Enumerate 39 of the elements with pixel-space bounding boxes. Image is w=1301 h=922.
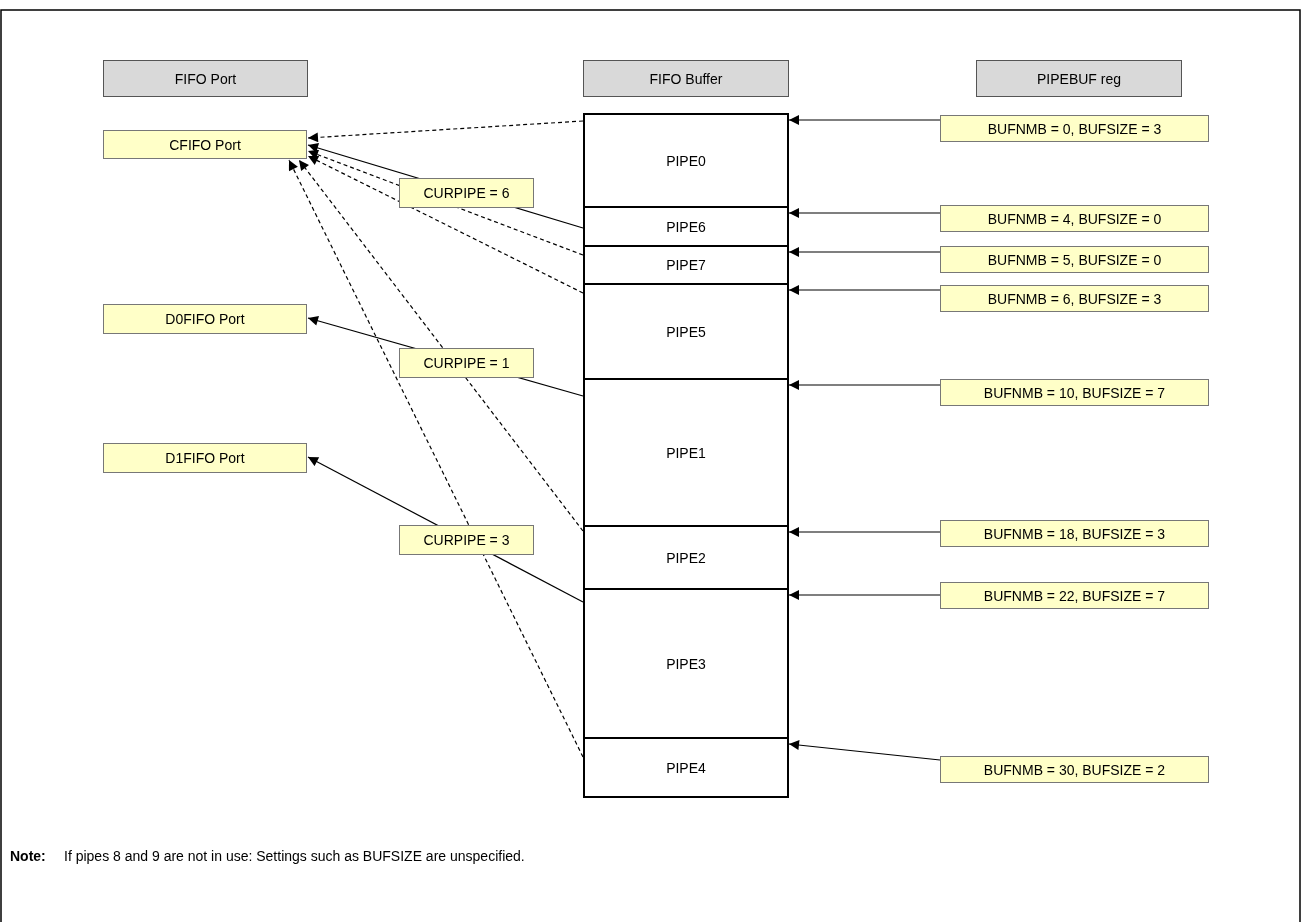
edge-label: CURPIPE = 6 (399, 177, 534, 208)
note-text: If pipes 8 and 9 are not in use: Settings such as BUFSIZE are unspecified. (64, 848, 525, 864)
register-box: BUFNMB = 18, BUFSIZE = 3 (940, 520, 1209, 547)
register-box: BUFNMB = 30, BUFSIZE = 2 (940, 756, 1209, 783)
register-box: BUFNMB = 22, BUFSIZE = 7 (940, 582, 1209, 609)
pipe-buffer-block: PIPE4 (583, 737, 789, 798)
pipe-buffer-block: PIPE3 (583, 588, 789, 739)
arrow (788, 115, 941, 125)
edge-label: CURPIPE = 3 (399, 525, 534, 556)
arrow (788, 285, 941, 295)
dashed-arrow (307, 155, 584, 294)
arrow (788, 527, 941, 537)
register-box: BUFNMB = 10, BUFSIZE = 7 (940, 379, 1209, 406)
register-box: BUFNMB = 4, BUFSIZE = 0 (940, 205, 1209, 232)
arrow (788, 208, 941, 218)
arrow (788, 740, 941, 761)
register-box: BUFNMB = 6, BUFSIZE = 3 (940, 285, 1209, 312)
register-box: BUFNMB = 5, BUFSIZE = 0 (940, 246, 1209, 273)
arrow (788, 247, 941, 257)
column-header: FIFO Port (103, 60, 308, 97)
arrow (788, 380, 941, 390)
dashed-arrow (307, 120, 584, 143)
register-box: BUFNMB = 0, BUFSIZE = 3 (940, 115, 1209, 142)
edge-label: CURPIPE = 1 (399, 347, 534, 378)
register-box: D1FIFO Port (103, 443, 307, 473)
pipe-buffer-block: PIPE1 (583, 378, 789, 527)
register-box: CFIFO Port (103, 130, 307, 159)
pipe-buffer-block: PIPE6 (583, 206, 789, 247)
register-box: D0FIFO Port (103, 304, 307, 334)
arrow (788, 590, 941, 600)
column-header: FIFO Buffer (583, 60, 789, 97)
pipe-buffer-block: PIPE0 (583, 113, 789, 208)
pipe-buffer-block: PIPE2 (583, 525, 789, 590)
pipe-buffer-block: PIPE5 (583, 283, 789, 380)
pipe-buffer-block: PIPE7 (583, 245, 789, 285)
note-label: Note: (10, 848, 46, 864)
column-header: PIPEBUF reg (976, 60, 1182, 97)
dashed-arrow (298, 159, 584, 532)
dashed-arrow (288, 159, 584, 758)
